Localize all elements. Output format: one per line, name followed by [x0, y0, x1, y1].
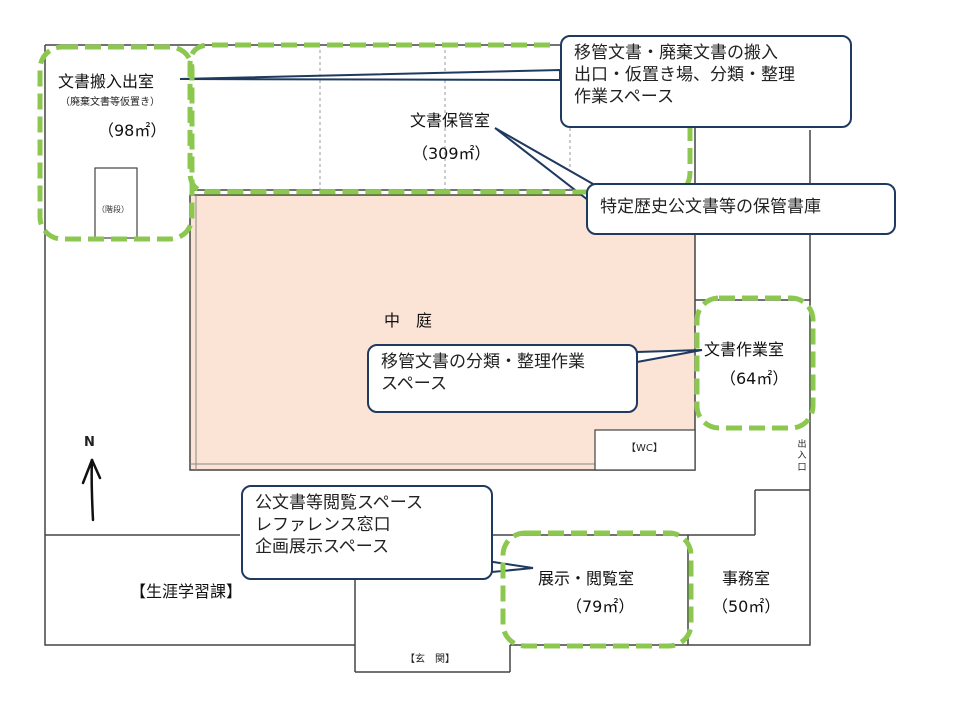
exhibition-room-name: 展示・閲覧室	[538, 569, 635, 588]
entrance-label: 【玄 関】	[405, 654, 455, 665]
exhibition-room-area: （79㎡）	[566, 597, 635, 616]
office-area: （50㎡）	[712, 597, 781, 616]
highlight-regions	[37, 42, 816, 649]
callout-line: 移管文書の分類・整理作業	[381, 352, 585, 372]
callout-carry-room: 移管文書・廃棄文書の搬入 出口・仮置き場、分類・整理 作業スペース	[560, 35, 852, 128]
callout-storage-room: 特定歴史公文書等の保管書庫	[586, 183, 896, 235]
work-room-area: （64㎡）	[720, 369, 789, 388]
courtyard-name: 中 庭	[384, 311, 433, 330]
callout-line: 公文書等閲覧スペース	[255, 493, 423, 513]
work-room-name: 文書作業室	[704, 340, 785, 359]
storage-room-name: 文書保管室	[410, 111, 491, 130]
stairs-label: （階段）	[97, 205, 129, 214]
carry-room-name: 文書搬入出室	[58, 72, 155, 91]
storage-partitions	[319, 50, 571, 190]
callout-line: 特定歴史公文書等の保管書庫	[600, 197, 821, 217]
side-entrance-label: 出入口	[797, 440, 807, 473]
wc-box	[594, 429, 696, 471]
north-arrow-icon	[81, 458, 102, 522]
office-name: 事務室	[722, 569, 771, 588]
callout-line: スペース	[381, 374, 447, 395]
lifelong-learning-label: 【生涯学習課】	[130, 582, 243, 601]
callout-line: 作業スペース	[574, 87, 674, 108]
callout-line: 企画展示スペース	[255, 537, 389, 558]
carry-room-area: （98㎡）	[98, 121, 167, 140]
callout-line: 移管文書・廃棄文書の搬入	[574, 43, 778, 63]
wc-label: 【WC】	[626, 443, 663, 454]
storage-room-area: （309㎡）	[412, 144, 491, 163]
carry-room-note: （廃棄文書等仮置き）	[60, 97, 160, 108]
callout-exhibition-room: 公文書等閲覧スペース レファレンス窓口 企画展示スペース	[241, 485, 493, 580]
callout-line: 出口・仮置き場、分類・整理	[574, 65, 795, 86]
north-label: N	[84, 435, 95, 450]
callout-line: レファレンス窓口	[255, 515, 391, 536]
courtyard-area	[189, 194, 696, 471]
stairs-box	[94, 167, 138, 239]
callout-work-room: 移管文書の分類・整理作業 スペース	[367, 344, 638, 413]
